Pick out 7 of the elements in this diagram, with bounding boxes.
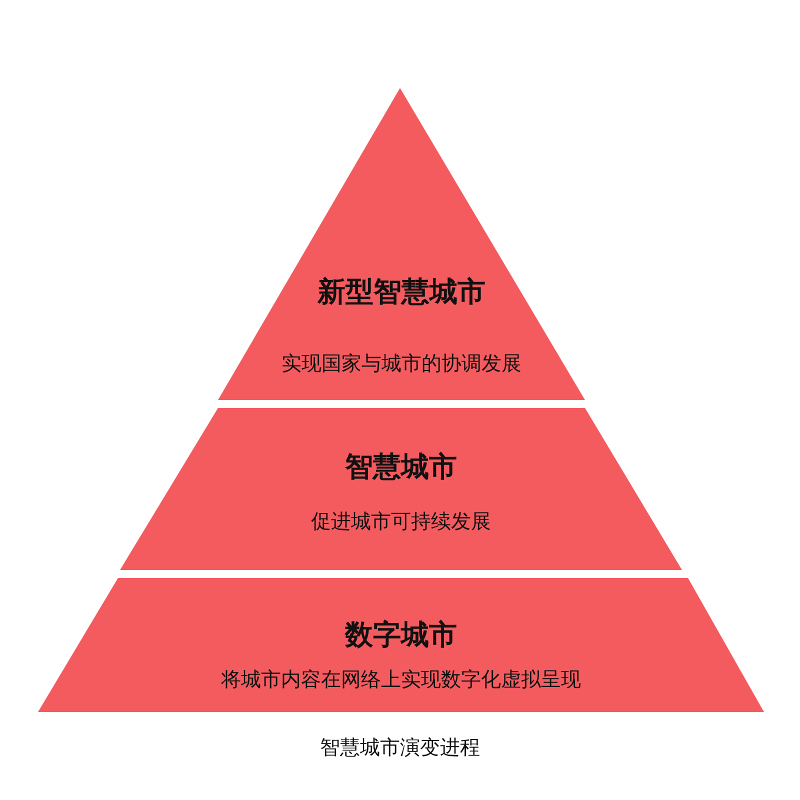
tier-heading: 数字城市	[345, 617, 457, 653]
tier-heading: 智慧城市	[345, 449, 457, 485]
tier-description: 促进城市可持续发展	[311, 508, 491, 535]
tier-description: 实现国家与城市的协调发展	[282, 350, 522, 377]
caption: 智慧城市演变进程	[320, 735, 480, 759]
tier-description: 将城市内容在网络上实现数字化虚拟呈现	[221, 666, 581, 693]
tier-heading: 新型智慧城市	[318, 274, 486, 310]
